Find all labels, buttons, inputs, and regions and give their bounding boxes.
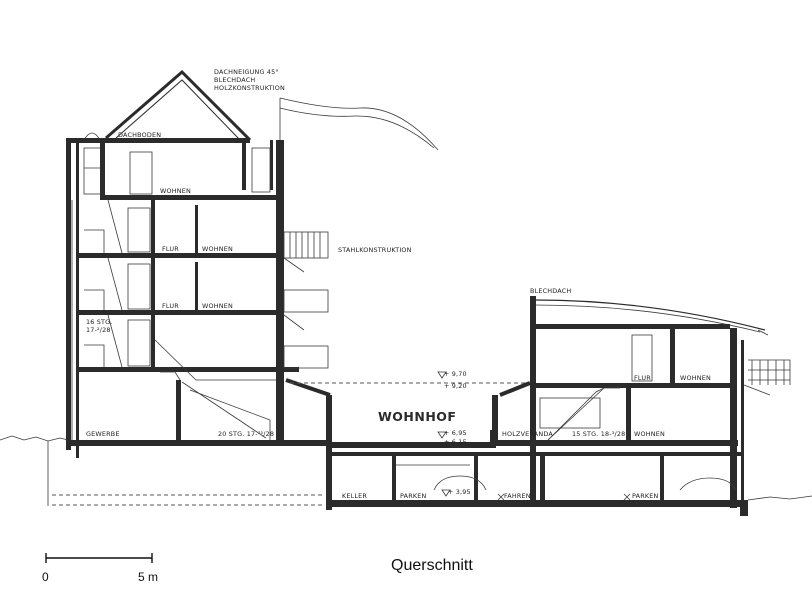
gewerbe-label: GEWERBE xyxy=(86,430,120,438)
drawing-labels: DACHNEIGUNG 45° BLECHDACH HOLZKONSTRUKTI… xyxy=(86,68,711,500)
elev-low-label: + 3,95 xyxy=(448,488,471,496)
terrain xyxy=(0,435,812,506)
elev-mid-1: + 6,95 xyxy=(444,429,467,437)
elevation-markers xyxy=(437,371,631,501)
parken-2-label: PARKEN xyxy=(632,492,658,500)
stairs-main-label-2: 17-²/28 xyxy=(86,326,111,334)
flur-2-label: FLUR xyxy=(162,302,179,310)
elev-mid-2: + 6,15 xyxy=(444,438,467,446)
elev-top-2: + 9,20 xyxy=(444,382,467,390)
stairs-main-label-1: 16 STG. xyxy=(86,318,113,326)
parken-1-label: PARKEN xyxy=(400,492,426,500)
holzveranda-label: HOLZVERANDA xyxy=(502,430,553,438)
drawing-caption: Querschnitt xyxy=(391,557,473,574)
fahren-label: FAHREN xyxy=(504,492,531,500)
basement xyxy=(326,452,746,507)
scale-bar: 0 5 m xyxy=(42,553,158,584)
scale-end-label: 5 m xyxy=(138,570,158,584)
flur-rear-label: FLUR xyxy=(634,374,651,382)
stairs-ground-label: 20 STG. 17-⁷⁵/28 xyxy=(218,430,274,438)
wohnen-3-label: WOHNEN xyxy=(202,245,233,253)
roof-note-2: BLECHDACH xyxy=(214,76,255,84)
wohnen-attic-label: WOHNEN xyxy=(160,187,191,195)
roof-note-1: DACHNEIGUNG 45° xyxy=(214,68,279,76)
rear-building xyxy=(498,296,791,516)
courtyard xyxy=(285,378,531,510)
wohnhof-label: WOHNHOF xyxy=(378,409,456,424)
flur-3-label: FLUR xyxy=(162,245,179,253)
wohnen-rear-up-label: WOHNEN xyxy=(680,374,711,382)
stairs-rear-label: 15 STG. 18-³/28 xyxy=(572,430,625,438)
attic-label: DACHBODEN xyxy=(118,131,161,139)
roof-note-3: HOLZKONSTRUKTION xyxy=(214,84,285,92)
blechdach-rear-label: BLECHDACH xyxy=(530,287,571,295)
wohnen-rear-label: WOHNEN xyxy=(634,430,665,438)
scale-start-label: 0 xyxy=(42,570,49,584)
steel-label: STAHLKONSTRUKTION xyxy=(338,246,412,254)
elev-top-1: + 9,70 xyxy=(444,370,467,378)
main-building xyxy=(66,69,330,458)
wohnen-2-label: WOHNEN xyxy=(202,302,233,310)
keller-label: KELLER xyxy=(342,492,367,500)
roof-flag xyxy=(279,97,439,151)
